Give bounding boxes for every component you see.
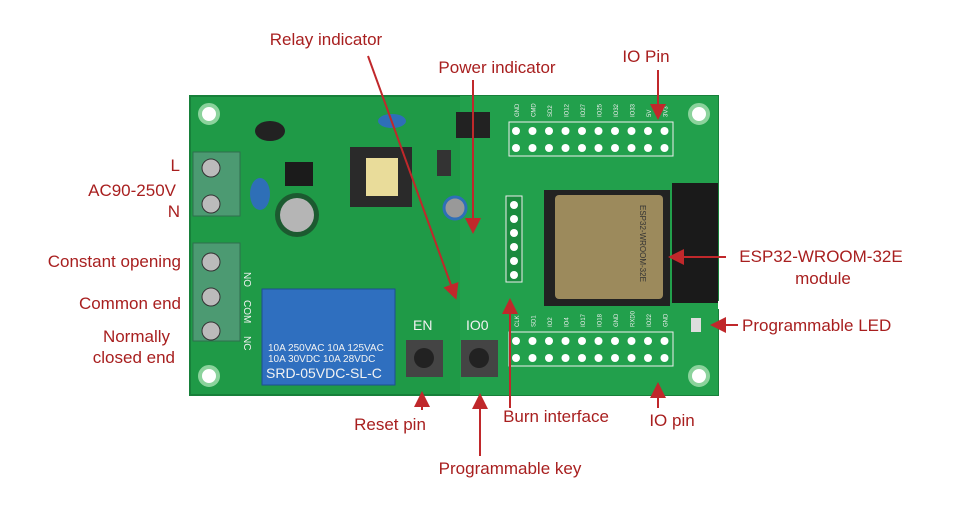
mounting-holes <box>198 103 710 387</box>
label-power-indicator: Power indicator <box>438 58 556 77</box>
pin-label: IO33 <box>631 103 637 117</box>
header-pin <box>644 144 652 152</box>
pin-label: IO17 <box>581 313 587 327</box>
label-module: module <box>795 269 851 288</box>
header-pin <box>561 354 570 362</box>
pin-label: IO27 <box>581 103 587 117</box>
callout-arrows <box>367 55 738 456</box>
header-pin <box>561 144 570 152</box>
pin-label: IO2 <box>548 317 554 327</box>
header-pin <box>545 144 553 152</box>
header-pin <box>528 144 537 152</box>
header-pin <box>528 354 537 362</box>
pin-label: IO25 <box>598 103 604 117</box>
label-relay-indicator: Relay indicator <box>269 30 383 49</box>
header-pin <box>578 354 586 362</box>
pin-label: IO4 <box>565 317 571 327</box>
programmable-led <box>691 318 701 332</box>
label-programmable-led: Programmable LED <box>742 316 892 335</box>
header-pin <box>627 144 636 152</box>
silk-en: EN <box>413 317 432 333</box>
bridge-rectifier <box>285 162 313 186</box>
header-pin <box>627 127 636 135</box>
label-io-pin-bottom: IO pin <box>649 411 695 430</box>
header-pin <box>512 127 520 135</box>
electrolytic-capacitor <box>280 198 314 232</box>
label-constant-opening: Constant opening <box>47 252 181 271</box>
varistor <box>255 121 285 141</box>
label-programmable-key: Programmable key <box>438 459 582 478</box>
pin-label: IO32 <box>614 103 620 117</box>
header-pin <box>611 144 619 152</box>
header-pin <box>528 127 537 135</box>
header-pin <box>594 127 603 135</box>
header-pin <box>578 144 586 152</box>
header-pin <box>611 127 619 135</box>
header-pin <box>512 144 520 152</box>
relay-rating-2: 10A 30VDC 10A 28VDC <box>268 354 375 365</box>
label-ac-voltage: AC90-250V <box>88 181 176 200</box>
pin-label: RXD0 <box>631 310 637 327</box>
pin-label: GND <box>664 313 670 327</box>
header-pin <box>660 127 669 135</box>
header-pin <box>627 337 636 345</box>
capacitor-blue <box>250 178 270 210</box>
header-pin <box>578 127 586 135</box>
label-esp32-module: ESP32-WROOM-32E <box>739 247 903 266</box>
pin-label: CMD <box>532 103 538 117</box>
label-reset-pin: Reset pin <box>354 415 426 434</box>
pin-label: 5V <box>647 110 653 117</box>
pin-label: SD1 <box>532 315 538 327</box>
header-pin <box>644 127 652 135</box>
header-pin <box>528 337 537 345</box>
header-pin <box>594 354 603 362</box>
silk-no: NO <box>241 272 252 287</box>
header-pin <box>660 337 669 345</box>
label-normally: Normally <box>102 327 170 346</box>
label-io-pin-top: IO Pin <box>622 47 670 66</box>
silk-nc: NC <box>241 336 252 350</box>
arrow-relay-indicator <box>367 55 459 300</box>
header-pin <box>578 337 586 345</box>
relay-model: SRD-05VDC-SL-C <box>266 365 382 381</box>
header-pin <box>660 354 669 362</box>
header-pin <box>545 337 553 345</box>
header-pin <box>611 354 619 362</box>
header-pin <box>644 354 652 362</box>
silk-io0: IO0 <box>466 317 489 333</box>
label-n: N <box>167 202 180 221</box>
pin-label: CLK <box>515 315 521 327</box>
label-closed-end: closed end <box>92 348 175 367</box>
module-silk: ESP32-WROOM-32E <box>638 205 647 282</box>
burn-header <box>505 195 523 283</box>
header-pin <box>660 144 669 152</box>
header-pin <box>644 337 652 345</box>
relay <box>261 288 396 386</box>
header-pin <box>512 354 520 362</box>
header-pin <box>611 337 619 345</box>
header-pin <box>545 354 553 362</box>
relay-rating-1: 10A 250VAC 10A 125VAC <box>268 343 384 354</box>
header-pin <box>561 127 570 135</box>
pin-label: IO12 <box>565 103 571 117</box>
pin-label: SD2 <box>548 105 554 117</box>
pin-label: GND <box>614 313 620 327</box>
top-pin-header <box>508 121 674 157</box>
header-pin <box>561 337 570 345</box>
silk-com: COM <box>241 300 252 323</box>
header-pin <box>594 337 603 345</box>
pin-label: IO18 <box>598 313 604 327</box>
pin-label: IO22 <box>647 313 653 327</box>
label-l: L <box>170 156 180 175</box>
esp32-module <box>555 195 663 299</box>
label-common-end: Common end <box>78 294 181 313</box>
pin-label: GND <box>515 103 521 117</box>
header-pin <box>627 354 636 362</box>
pin-label: 3V3 <box>664 106 670 117</box>
header-pin <box>594 144 603 152</box>
header-pin <box>512 337 520 345</box>
header-pin <box>545 127 553 135</box>
label-burn-interface: Burn interface <box>503 407 609 426</box>
